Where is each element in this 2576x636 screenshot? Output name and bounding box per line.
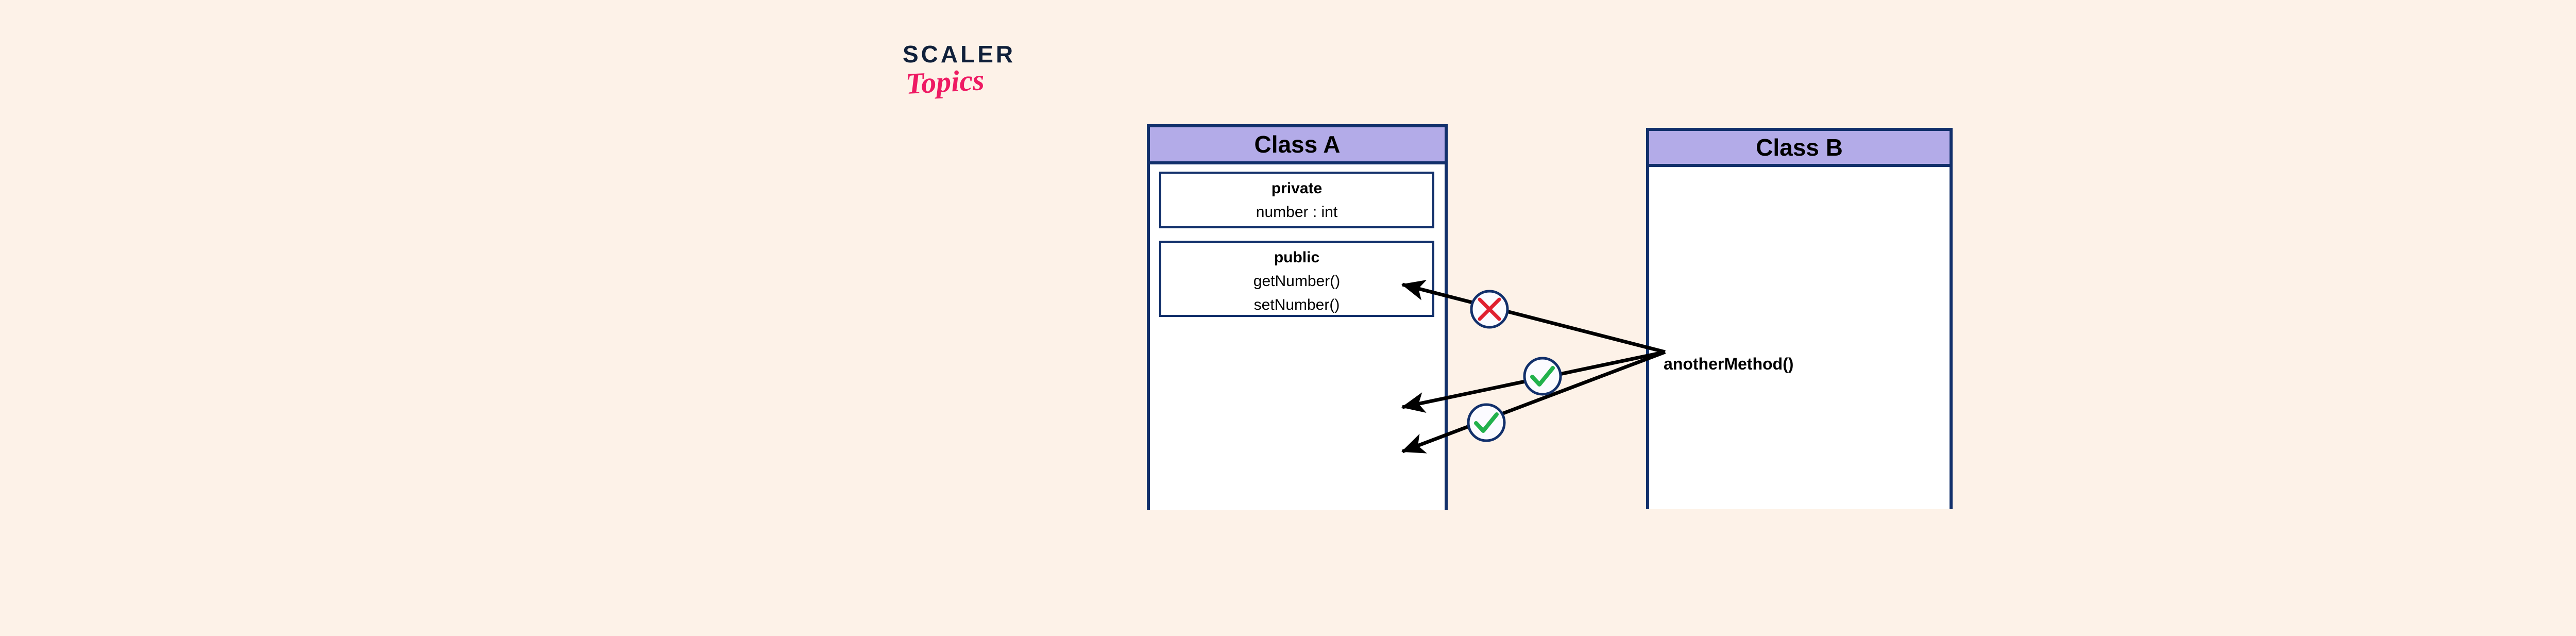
class-box-b: Class B anotherMethod() (1646, 128, 1953, 509)
check-icon-get-number (1523, 357, 1562, 396)
class-box-a: Class A private number : int public getN… (1147, 124, 1448, 510)
section-title-private: private (1271, 180, 1323, 197)
class-b-body: anotherMethod() (1649, 167, 1950, 509)
class-a-title: Class A (1150, 127, 1445, 164)
check-icon-set-number (1467, 403, 1506, 442)
class-a-section-public: public getNumber() setNumber() (1159, 241, 1434, 317)
section-title-public: public (1274, 249, 1320, 266)
cross-icon (1470, 290, 1509, 329)
scaler-topics-logo: SCALER Topics (903, 42, 1037, 135)
member-number-int: number : int (1256, 204, 1338, 221)
class-a-section-private: private number : int (1159, 172, 1434, 228)
logo-wordmark-scaler: SCALER (903, 41, 1016, 68)
member-another-method: anotherMethod() (1664, 355, 1794, 373)
class-b-title: Class B (1649, 131, 1950, 167)
member-get-number: getNumber() (1253, 273, 1341, 290)
member-set-number: setNumber() (1253, 296, 1340, 313)
class-a-body: private number : int public getNumber() … (1150, 164, 1445, 510)
